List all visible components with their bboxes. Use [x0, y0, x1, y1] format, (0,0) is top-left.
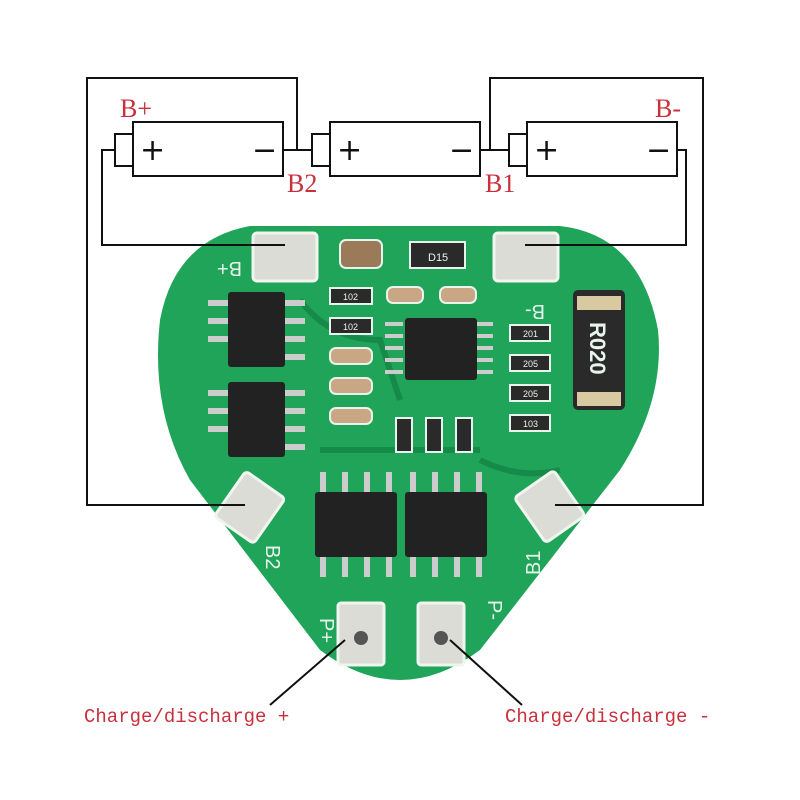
callout-charge-minus: Charge/discharge -: [505, 706, 710, 728]
silk-b2: B2: [261, 545, 283, 569]
shunt-resistor-code: R020: [585, 322, 610, 375]
chips: R020: [208, 290, 625, 577]
label-b-minus: B-: [655, 94, 681, 123]
svg-text:102: 102: [343, 322, 358, 332]
mosfet-chip: [315, 492, 397, 557]
cell-2-minus: −: [449, 133, 474, 168]
cell-2-nub: [311, 133, 331, 167]
pad-b-plus: [251, 231, 319, 283]
cell-1: [132, 121, 284, 177]
label-b-plus: B+: [120, 94, 152, 123]
shunt-resistor: [573, 290, 625, 410]
label-b2: B2: [287, 169, 317, 198]
svg-text:201: 201: [523, 329, 538, 339]
battery-cells: [114, 121, 678, 177]
pad-b1: [514, 470, 586, 543]
pad-b2: [214, 471, 286, 544]
callout-line-plus: [269, 639, 346, 706]
cell-2: [329, 121, 481, 177]
cell-3-nub: [508, 133, 528, 167]
cell-1-plus: +: [140, 133, 165, 168]
silk-b-plus: B+: [217, 257, 242, 279]
wire-b2: [86, 77, 298, 506]
svg-text:205: 205: [523, 389, 538, 399]
silk-b1: B1: [523, 551, 545, 575]
wires: [86, 77, 704, 706]
mosfet-chip: [228, 292, 285, 367]
resistor-code: D15: [428, 252, 448, 264]
cell-3: [526, 121, 678, 177]
silk-p-plus: P+: [315, 618, 337, 643]
wire-b-plus: [101, 149, 285, 246]
cell-1-nub: [114, 133, 134, 167]
cell-2-plus: +: [337, 133, 362, 168]
svg-text:102: 102: [343, 292, 358, 302]
callout-line-minus: [449, 639, 523, 706]
cell-3-minus: −: [646, 133, 671, 168]
wire-b1: [489, 77, 704, 506]
hole-p-plus: [354, 631, 368, 645]
svg-text:103: 103: [523, 419, 538, 429]
cell-3-plus: +: [534, 133, 559, 168]
wire-b-minus: [525, 149, 687, 246]
silk-b-minus: B-: [525, 300, 545, 322]
pad-b-minus: [492, 231, 560, 283]
callout-charge-plus: Charge/discharge +: [84, 706, 289, 728]
svg-text:205: 205: [523, 359, 538, 369]
label-b1: B1: [485, 169, 515, 198]
mosfet-chip: [405, 492, 487, 557]
smd-components: D15 102 102 201 205 205 103: [329, 239, 551, 453]
mosfet-chip: [228, 382, 285, 457]
silk-p-minus: P-: [483, 600, 505, 620]
hole-p-minus: [434, 631, 448, 645]
cell-1-minus: −: [252, 133, 277, 168]
protection-ic: [405, 318, 477, 380]
